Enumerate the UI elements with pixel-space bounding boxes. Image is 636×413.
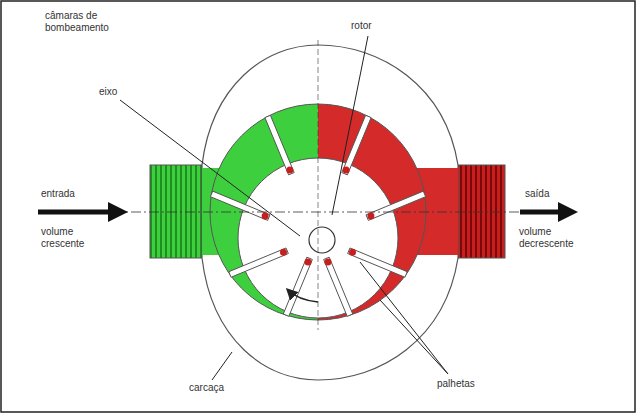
vane-slot	[305, 259, 312, 266]
vane-slot	[367, 213, 374, 220]
vane	[324, 257, 353, 316]
vane	[283, 257, 312, 316]
vane	[229, 248, 289, 277]
vane-slot	[286, 167, 293, 174]
vane-slot	[349, 249, 356, 256]
flow-label: volume crescente	[40, 226, 112, 250]
flow-label: volume decrescente	[518, 226, 596, 250]
part-label: palhetas	[436, 378, 476, 390]
vane-slot	[343, 167, 350, 174]
vane	[265, 115, 294, 175]
chamber-label: câmaras de bombeamento	[44, 10, 126, 34]
vane-slot	[324, 259, 331, 266]
vane	[366, 191, 426, 220]
flow-label: saída	[524, 188, 550, 200]
part-label: carcaça	[188, 382, 225, 394]
vane	[348, 248, 408, 277]
part-label: eixo	[98, 86, 118, 98]
vane-slot	[280, 249, 287, 256]
flow-label: entrada	[40, 188, 76, 200]
part-label: rotor	[350, 20, 373, 32]
vane	[210, 191, 270, 220]
vane-slot	[262, 213, 269, 220]
